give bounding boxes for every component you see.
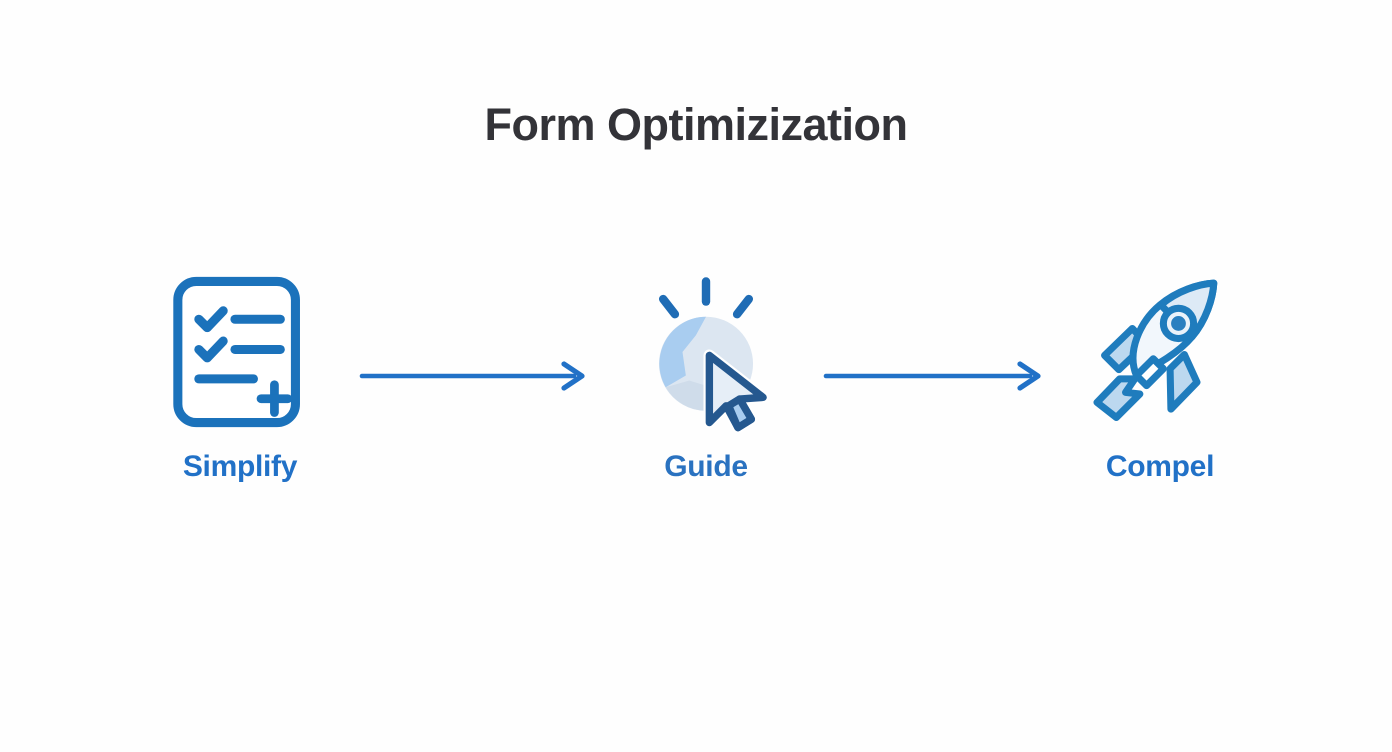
step-label-compel: Compel	[1105, 450, 1215, 483]
rocket-icon-svg	[1093, 279, 1218, 422]
step-compel[interactable]: Compel	[1040, 262, 1280, 532]
arrow-guide-to-compel	[820, 354, 1046, 398]
step-simplify[interactable]: Simplify	[120, 262, 360, 532]
arrow-right-icon	[359, 361, 585, 391]
rocket-icon	[1070, 262, 1250, 442]
step-label-simplify: Simplify	[182, 450, 298, 483]
step-label-guide: Guide	[664, 450, 748, 483]
page-title: Form Optimizization	[484, 99, 909, 150]
cursor-click-icon-svg	[658, 277, 769, 434]
form-checklist-icon	[150, 262, 330, 442]
process-flow: Simplify	[0, 262, 1392, 532]
step-guide[interactable]: Guide	[586, 262, 826, 532]
form-checklist-icon-svg	[173, 276, 300, 428]
arrow-simplify-to-guide	[356, 354, 590, 398]
cursor-click-icon	[616, 262, 796, 442]
arrow-right-icon	[823, 361, 1041, 391]
